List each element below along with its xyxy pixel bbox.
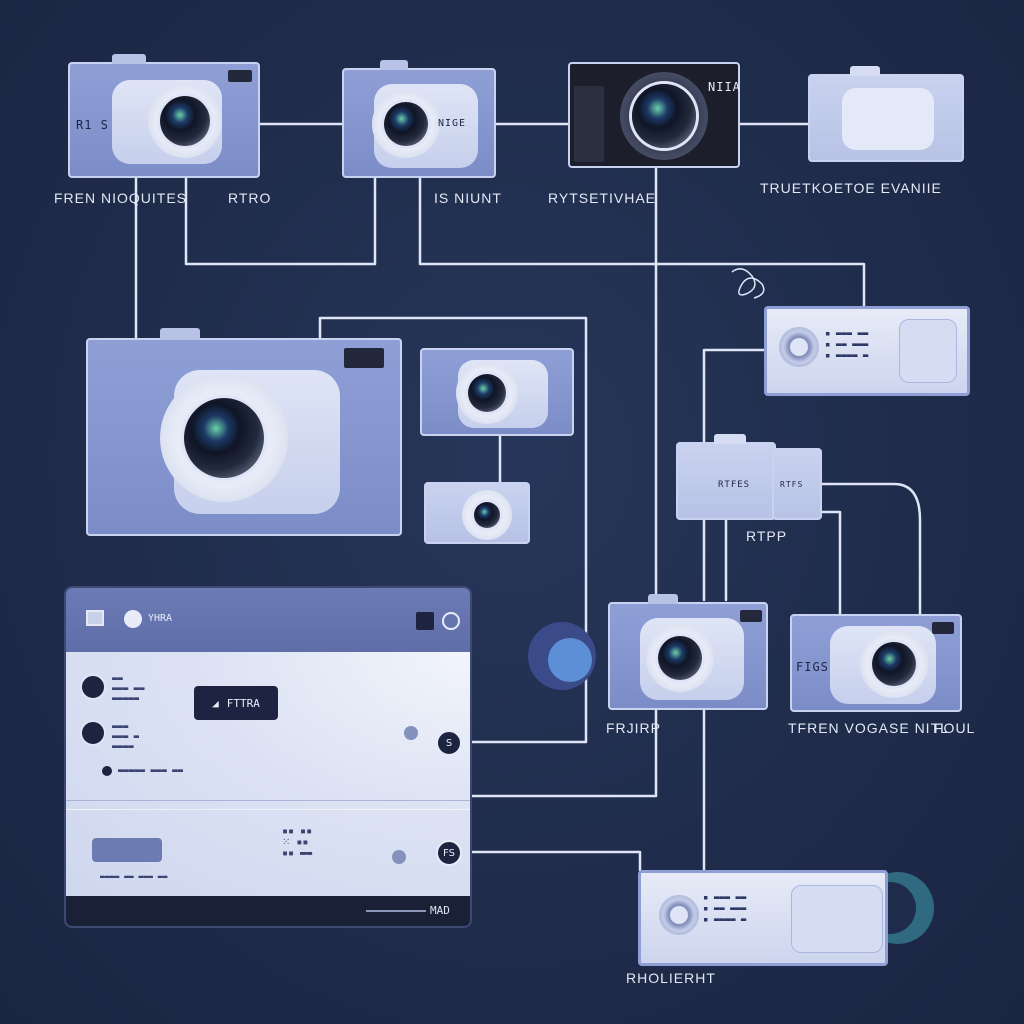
camera-node-4[interactable] [808,66,964,162]
caption-card-bottom: RHOLIERHT [626,970,716,986]
camera-lens-icon [474,502,500,528]
panel-mark: NIGE [438,118,467,129]
tablet-header: YHRA [66,588,470,652]
device-label: RTFS [780,480,804,489]
menu-icon[interactable] [86,610,104,626]
user-avatar-icon[interactable] [124,610,142,628]
tablet-base [366,910,426,912]
item-text: ▬▬▬▬▬ ▬▬▬▬▬▬▬ [112,674,145,704]
caption-cam2: RTRO [228,190,272,206]
arrow-icon: ◢ [212,696,219,710]
status-dot [102,766,112,776]
camera-node-2[interactable]: NIGE [342,60,496,178]
caption-cam-bottom-left: FRJIRP [606,720,661,736]
screen-divider-lower [66,809,470,810]
camera-lens-icon [658,636,702,680]
camera-node-large[interactable] [86,328,402,536]
settings-icon[interactable] [416,612,434,630]
item-text: ▬▬▬▬▬ ▬▬▬ ▬▬ [118,766,184,776]
side-panel [574,86,604,162]
camera-lens-icon [632,84,696,148]
item-text: ▬▬▬▬▬▬ ▬▬▬▬▬ [112,722,140,752]
connector-icon [779,327,819,367]
camera-node-3[interactable]: NIIA [568,62,740,168]
flash-window [228,70,252,82]
flash-window [344,348,384,368]
camera-hump [648,594,678,604]
flash-window [932,622,954,634]
camera-hump [160,328,200,340]
user-icon[interactable] [80,720,106,746]
wire-tablet-card [470,850,642,872]
toggle-dot[interactable] [404,726,418,740]
caption-cam-bottom-right-2: FOUL [934,720,976,736]
device-label: RTFES [718,480,751,490]
camera-lens-icon [184,398,264,478]
footer-label: MAD [430,904,450,917]
camera-hump [850,66,880,76]
camera-hump [112,54,146,64]
camera-lens-icon [872,642,916,686]
device-node-mid-right[interactable]: RTFS [772,448,822,520]
camera-lens-icon [468,374,506,412]
control-tablet[interactable]: YHRA ▬▬▬▬▬ ▬▬▬▬▬▬▬ ◢ FTTRA ▬▬▬▬▬▬ ▬▬▬▬▬ … [64,586,472,928]
device-hump [714,434,746,444]
connector-port-1[interactable]: S [436,730,462,756]
screen-divider [66,800,470,801]
chip-label: FTTRA [226,696,260,710]
caption-mid-pair: RTPP [746,528,788,544]
connector-port-2[interactable]: FS [436,840,462,866]
wire-mid-camr [820,482,922,616]
camera-lens-icon [384,102,428,146]
wire-cam1-down [184,176,377,266]
display-panel [842,88,934,150]
camera-node-bottom-right[interactable]: FIGS [790,614,962,712]
device-card-bottom[interactable]: ▪ ▬▬▬ ▬▬▪ ▬▬ ▬▬▬▪ ▬▬▬▬ ▬ [638,870,888,966]
device-node-mid-left[interactable]: RTFES [676,434,776,520]
wire-large-tablet [318,316,588,744]
camera-mark: FIGS [796,660,829,674]
brand-mark: NIIA [708,80,741,94]
wire-mid-camr2 [798,510,842,616]
wire-tablet-cam-bl [470,708,658,798]
caption-cam1: FREN NIOQUITES [54,190,188,206]
wire-cam2-bus [418,176,866,310]
footer-text: ▬▬▬▬ ▬▬ ▬▬▬ ▬▬ [100,872,168,881]
device-card-right[interactable]: ▪ ▬▬▬ ▬▬▪ ▬▬ ▬▬▬▪ ▬▬▬▬ ▬ [764,306,970,396]
card-slot [899,319,957,383]
caption-cam-bottom-right: TFREN VOGASE NITL [788,720,949,736]
accent-circle-inner [548,638,592,682]
camera-node-small-1[interactable] [420,348,574,436]
camera-node-1[interactable]: R1 S [68,54,260,178]
camera-hump [380,60,408,70]
caption-cam3: IS NIUNT [434,190,502,206]
chart-glyphs: ▪▪ ▪▪⁙ ▪▪▪▪ ▬▬ [282,826,313,859]
connector-icon [659,895,699,935]
secondary-button[interactable] [92,838,162,862]
card-slot [791,885,883,953]
camera-lens-icon [160,96,210,146]
flash-window [740,610,762,622]
camera-mark: R1 S [76,118,109,132]
camera-node-bottom-left[interactable] [608,594,768,710]
cable-knot [731,268,765,299]
home-icon[interactable] [80,674,106,700]
header-label: YHRA [148,613,173,624]
tablet-screen: ▬▬▬▬▬ ▬▬▬▬▬▬▬ ◢ FTTRA ▬▬▬▬▬▬ ▬▬▬▬▬ ▬▬▬▬▬… [66,652,470,896]
camera-node-small-2[interactable] [424,482,530,544]
power-icon[interactable] [442,612,460,630]
caption-card-top: TRUETKOETOE EVANIIE [760,180,942,196]
primary-action-button[interactable]: ◢ FTTRA [194,686,278,720]
card-specs: ▪ ▬▬▬ ▬▬▪ ▬▬ ▬▬▬▪ ▬▬▬▬ ▬ [703,893,747,925]
toggle-dot[interactable] [392,850,406,864]
card-specs: ▪ ▬▬▬ ▬▬▪ ▬▬ ▬▬▬▪ ▬▬▬▬ ▬ [825,329,869,361]
caption-cam4: RYTSETIVHAE [548,190,656,206]
